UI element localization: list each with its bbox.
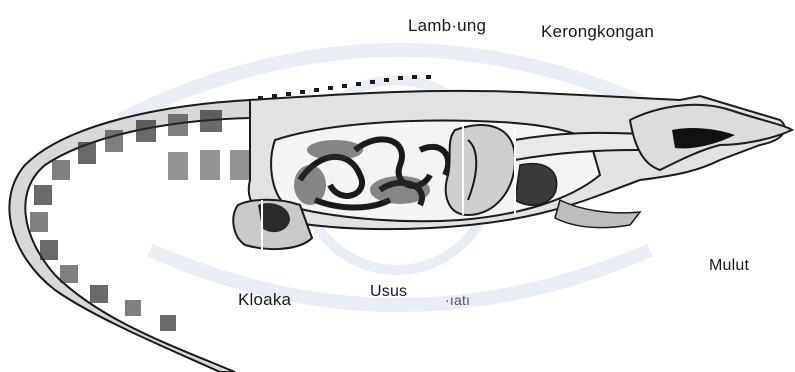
label-kerongkongan: Kerongkongan <box>541 22 654 42</box>
label-kloaka: Kloaka <box>238 290 291 310</box>
label-lambung: Lamb·ung <box>408 16 486 36</box>
label-mulut: Mulut <box>709 257 749 275</box>
crocodile-tail <box>9 100 250 372</box>
label-hati: ·ıatı <box>445 292 470 308</box>
label-usus: Usus <box>370 283 407 301</box>
front-leg <box>555 200 640 228</box>
liver <box>515 164 557 205</box>
